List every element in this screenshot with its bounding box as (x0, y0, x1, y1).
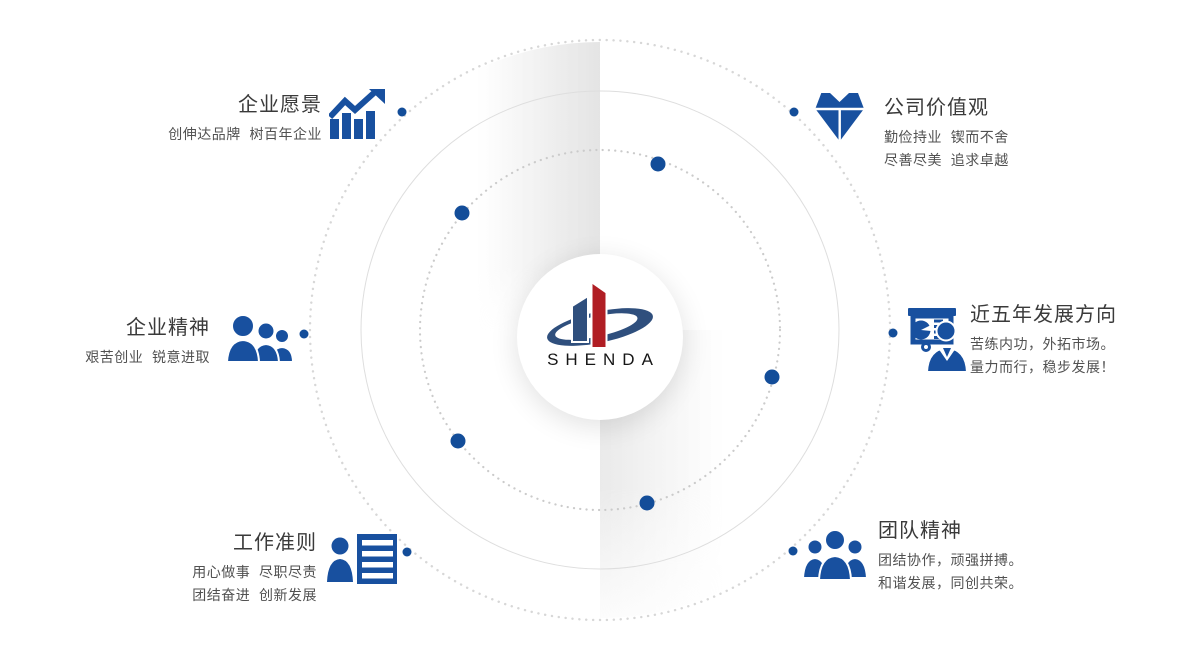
section-principles-title: 工作准则 (233, 532, 317, 554)
shenda-emblem-icon (547, 280, 653, 349)
section-values-line: 尽善尽美 追求卓越 (884, 151, 1009, 168)
section-direction-line: 苦练内功，外拓市场。 (970, 336, 1115, 352)
section-principles-line: 团结奋进 创新发展 (192, 586, 317, 603)
presentation-icon (908, 308, 969, 372)
section-direction-line: 量力而行，稳步发展！ (970, 358, 1115, 375)
section-spirit: 企业精神 艰苦创业 锐意进取 (85, 315, 210, 369)
logo-wordmark: SHENDA (547, 350, 660, 369)
section-values: 公司价值观 勤俭持业 锲而不舍 尽善尽美 追求卓越 (884, 95, 1009, 171)
people-group-icon (225, 314, 293, 362)
section-team: 团队精神 团结协作，顽强拼搏。 和谐发展，同创共荣。 (878, 518, 1023, 594)
orbit-dot (650, 156, 666, 172)
connector-dot (402, 547, 412, 557)
diamond-icon (815, 93, 864, 142)
section-principles-line: 用心做事 尽职尽责 (192, 564, 317, 580)
connector-dot (788, 546, 798, 556)
connector-dot (888, 328, 898, 338)
team-group-icon (802, 529, 868, 580)
orbit-dot (764, 369, 780, 385)
orbit-dot (450, 433, 466, 449)
orbit-dot (639, 495, 655, 511)
section-principles: 工作准则 用心做事 尽职尽责 团结奋进 创新发展 (192, 530, 317, 606)
orbit-dot (454, 205, 470, 221)
section-values-title: 公司价值观 (884, 97, 989, 119)
section-spirit-title: 企业精神 (126, 317, 210, 339)
growth-chart-icon (329, 89, 385, 139)
section-vision-title: 企业愿景 (238, 94, 322, 116)
logo-building-red (590, 280, 608, 349)
section-team-title: 团队精神 (878, 520, 962, 542)
section-direction-title: 近五年发展方向 (970, 304, 1117, 326)
section-values-line: 勤俭持业 锲而不舍 (884, 129, 1009, 145)
section-direction: 近五年发展方向 苦练内功，外拓市场。 量力而行，稳步发展！ (970, 302, 1117, 378)
middle-solid-ring (360, 90, 840, 570)
person-checklist-icon (327, 534, 397, 584)
section-team-line: 团结协作，顽强拼搏。 (878, 552, 1023, 568)
company-logo: SHENDA (517, 254, 683, 420)
connector-dot (789, 107, 799, 117)
section-vision: 企业愿景 创伸达品牌 树百年企业 (168, 92, 322, 146)
logo-building-left (571, 294, 589, 343)
section-spirit-line: 艰苦创业 锐意进取 (85, 349, 210, 365)
inner-dotted-ring (418, 148, 782, 512)
connector-dot (397, 107, 407, 117)
section-team-line: 和谐发展，同创共荣。 (878, 574, 1023, 591)
section-vision-line: 创伸达品牌 树百年企业 (168, 126, 322, 142)
connector-dot (299, 329, 309, 339)
